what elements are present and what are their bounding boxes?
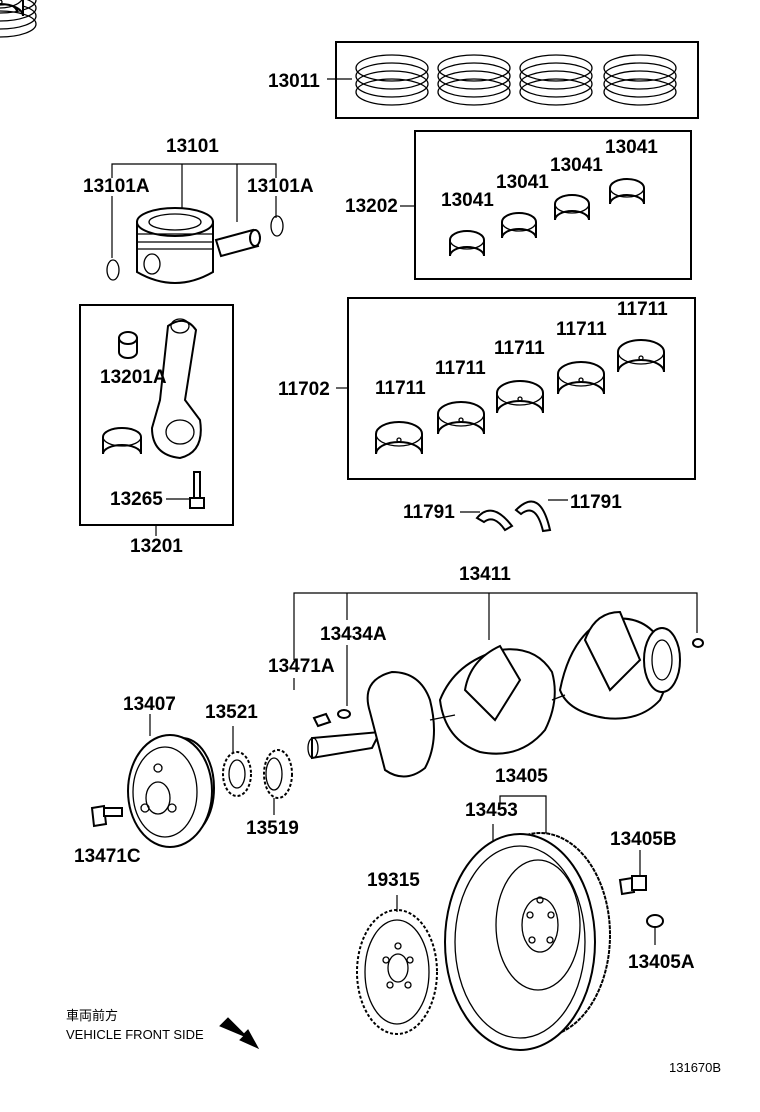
label-11711-3: 11711	[494, 338, 545, 359]
label-13201a: 13201A	[100, 367, 167, 388]
main-bearing-set	[0, 0, 696, 480]
label-13471a: 13471A	[268, 656, 335, 677]
label-11791-right: 11791	[570, 492, 622, 513]
label-11791-left: 11791	[403, 502, 455, 523]
timing-sprocket	[263, 749, 293, 815]
label-13405a: 13405A	[628, 952, 695, 973]
label-13041-4: 13041	[605, 137, 658, 158]
label-13101: 13101	[166, 136, 219, 157]
label-11711-2: 11711	[435, 358, 486, 379]
crankshaft-signal-plate	[356, 895, 438, 1035]
label-13101a-left: 13101A	[83, 176, 150, 197]
crankshaft-pulley	[90, 714, 215, 848]
label-13011: 13011	[268, 71, 320, 92]
flywheel-assembly: 13405	[444, 766, 664, 1051]
label-11711-1: 11711	[375, 378, 426, 399]
label-13521: 13521	[205, 702, 258, 723]
vehicle-front-note-jp: 車両前方	[66, 1008, 118, 1023]
label-13519: 13519	[246, 818, 299, 839]
label-13202: 13202	[345, 196, 398, 217]
label-13407: 13407	[123, 694, 176, 715]
label-13434a: 13434A	[320, 624, 387, 645]
label-11711-5: 11711	[617, 299, 668, 320]
piston-ring-set	[0, 0, 699, 119]
label-13041-1: 13041	[441, 190, 494, 211]
label-13471c: 13471C	[74, 846, 141, 867]
label-13453: 13453	[465, 800, 518, 821]
label-13411: 13411	[459, 564, 511, 585]
label-13101a-right: 13101A	[247, 176, 314, 197]
figure-code: 131670B	[669, 1060, 721, 1075]
label-13405: 13405	[495, 766, 548, 787]
crankshaft-sprocket	[222, 726, 252, 797]
label-11711-4: 11711	[556, 319, 607, 340]
front-direction-arrow-icon	[219, 1017, 260, 1050]
thrust-washers	[460, 499, 568, 533]
vehicle-front-note-en: VEHICLE FRONT SIDE	[66, 1027, 204, 1042]
label-19315: 19315	[367, 870, 420, 891]
label-13405b: 13405B	[610, 829, 677, 850]
piston-assembly: 13101	[106, 136, 284, 284]
label-13201: 13201	[130, 536, 183, 557]
label-13041-2: 13041	[496, 172, 549, 193]
label-11702: 11702	[278, 379, 330, 400]
connecting-rod-assembly	[79, 304, 234, 536]
crankshaft-assembly: 13411	[293, 564, 704, 778]
label-13265: 13265	[110, 489, 163, 510]
label-13041-3: 13041	[550, 155, 603, 176]
